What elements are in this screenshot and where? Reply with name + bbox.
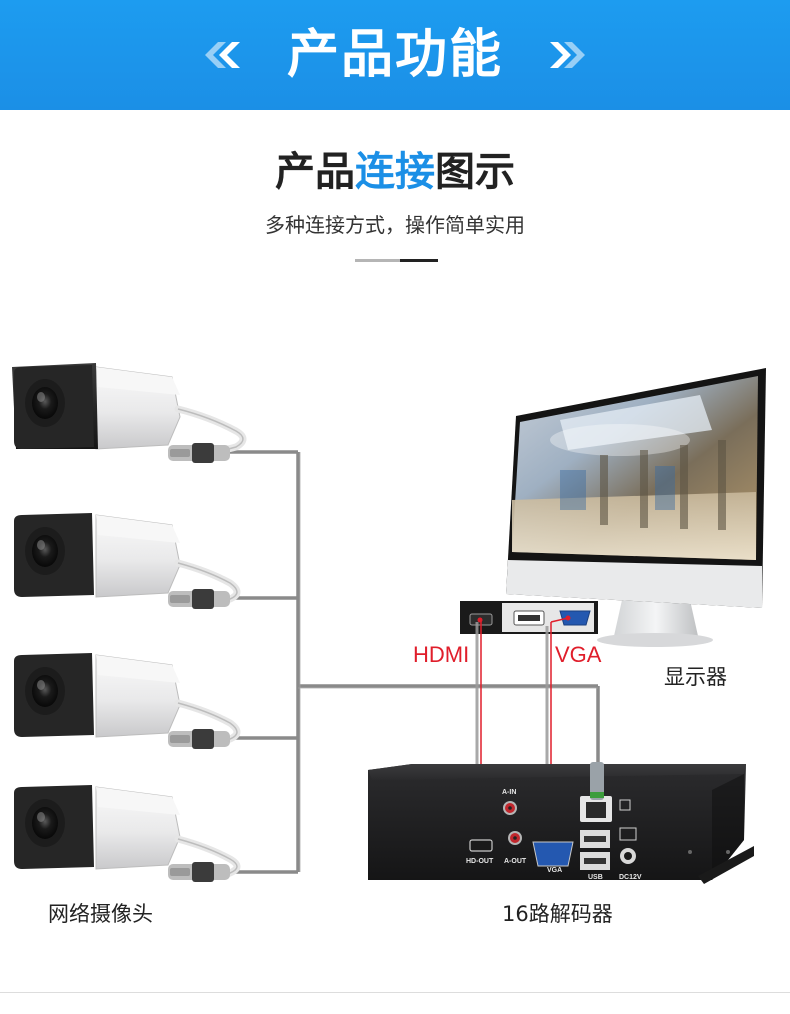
port-label-hd-out: HD-OUT — [466, 858, 494, 865]
connection-diagram — [12, 363, 766, 884]
section-title: 产品连接图示 — [0, 142, 790, 202]
camera-2 — [14, 513, 241, 609]
port-label-vga: VGA — [547, 867, 563, 874]
section-title-part2: 图示 — [435, 149, 515, 195]
camera-3 — [14, 653, 241, 749]
port-label-a-in: A-IN — [502, 789, 517, 796]
double-chevron-right-icon — [550, 42, 585, 68]
section-title-part1: 产品 — [275, 149, 355, 195]
hdmi-label: HDMI — [413, 642, 470, 667]
port-label-dc: DC12V — [619, 874, 642, 881]
monitor — [506, 368, 766, 647]
title-divider-accent — [400, 259, 438, 262]
camera-1 — [12, 363, 247, 463]
decoder-box — [368, 762, 754, 884]
bottom-divider — [0, 992, 790, 993]
decoder-caption: 16路解码器 — [502, 902, 613, 926]
port-label-a-out: A-OUT — [504, 858, 527, 865]
title-divider — [355, 259, 400, 262]
section-title-accent: 连接 — [355, 149, 435, 195]
banner-title: 产品功能 — [286, 25, 503, 85]
section-subtitle: 多种连接方式，操作简单实用 — [265, 213, 525, 237]
monitor-caption: 显示器 — [664, 665, 727, 689]
double-chevron-left-icon — [205, 42, 240, 68]
cameras-caption: 网络摄像头 — [48, 902, 153, 926]
camera-4 — [14, 785, 241, 882]
port-label-usb: USB — [588, 874, 603, 881]
vga-label: VGA — [555, 642, 602, 667]
header-banner: 产品功能 — [0, 0, 790, 110]
monitor-io-panel — [460, 601, 598, 634]
